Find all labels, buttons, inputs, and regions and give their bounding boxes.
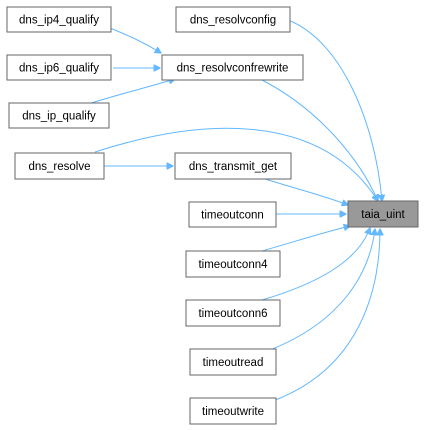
edges: [87, 19, 382, 403]
edge-timeoutread-to-taia-uint: [269, 229, 375, 351]
node-timeoutwrite[interactable]: timeoutwrite: [189, 397, 277, 425]
node-taia-uint-label: taia_uint: [361, 209, 405, 221]
edge-timeoutconn4-to-taia-uint: [261, 226, 350, 252]
node-dns-resolve-label: dns_resolve: [28, 161, 90, 173]
node-timeoutconn6[interactable]: timeoutconn6: [185, 299, 281, 327]
nodes: dns_ip4_qualify dns_resolvconfig dns_ip6…: [6, 6, 419, 425]
edge-dns-resolvconfig-to-taia-uint: [287, 19, 382, 201]
node-timeoutconn6-label: timeoutconn6: [198, 308, 267, 320]
node-timeoutconn[interactable]: timeoutconn: [188, 201, 277, 228]
node-timeoutwrite-label: timeoutwrite: [202, 406, 264, 418]
edge-dns-ip-qualify-to-dns-resolvconfrewrite: [87, 79, 175, 105]
node-timeoutread-label: timeoutread: [203, 357, 264, 369]
node-timeoutconn4[interactable]: timeoutconn4: [185, 250, 281, 278]
node-dns-ip4-qualify-label: dns_ip4_qualify: [19, 15, 99, 27]
node-dns-ip6-qualify-label: dns_ip6_qualify: [19, 63, 99, 75]
edge-dns-resolvconfrewrite-to-taia-uint: [261, 79, 378, 201]
node-dns-transmit-get-label: dns_transmit_get: [189, 161, 278, 173]
node-dns-ip-qualify[interactable]: dns_ip_qualify: [8, 102, 110, 129]
node-dns-transmit-get[interactable]: dns_transmit_get: [174, 152, 292, 180]
node-timeoutconn4-label: timeoutconn4: [198, 259, 268, 271]
node-timeoutread[interactable]: timeoutread: [189, 348, 277, 376]
edge-dns-transmit-get-to-taia-uint: [261, 177, 348, 205]
edge-timeoutconn6-to-taia-uint: [261, 228, 370, 301]
edge-dns-ip4-qualify-to-dns-resolvconfrewrite: [104, 25, 161, 53]
node-taia-uint[interactable]: taia_uint: [347, 200, 419, 228]
node-dns-ip6-qualify[interactable]: dns_ip6_qualify: [6, 54, 112, 81]
node-timeoutconn-label: timeoutconn: [201, 210, 264, 222]
node-dns-resolvconfig[interactable]: dns_resolvconfig: [175, 6, 291, 33]
node-dns-ip4-qualify[interactable]: dns_ip4_qualify: [6, 6, 112, 33]
node-dns-ip-qualify-label: dns_ip_qualify: [22, 111, 96, 123]
node-dns-resolve[interactable]: dns_resolve: [14, 152, 105, 180]
edge-timeoutwrite-to-taia-uint: [269, 229, 380, 403]
node-dns-resolvconfrewrite[interactable]: dns_resolvconfrewrite: [161, 54, 304, 81]
node-dns-resolvconfrewrite-label: dns_resolvconfrewrite: [177, 63, 289, 75]
edge-dns-resolve-to-taia-uint: [94, 127, 378, 201]
node-dns-resolvconfig-label: dns_resolvconfig: [190, 15, 276, 27]
